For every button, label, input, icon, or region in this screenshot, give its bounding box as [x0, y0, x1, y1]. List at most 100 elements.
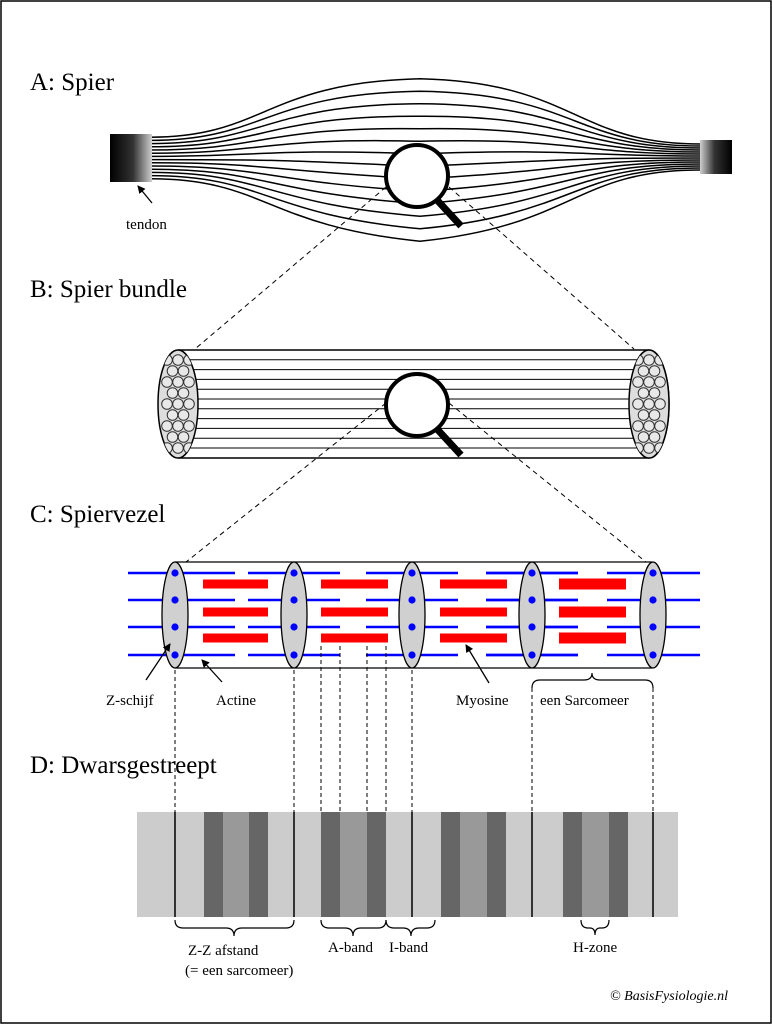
z-disc-anchor	[408, 623, 416, 631]
muscle-fibre-line	[149, 139, 701, 155]
fibril-cross-section	[172, 420, 184, 432]
z-disc-anchor	[171, 596, 179, 604]
muscle-bundle	[157, 349, 670, 459]
fibril-cross-section	[177, 387, 190, 399]
myosin-filament	[321, 607, 388, 617]
fibril-cross-section	[166, 365, 179, 377]
myosin-filament	[440, 607, 507, 617]
muscle-fibre-line	[149, 165, 701, 218]
muscle-fibre-line	[149, 90, 701, 147]
h-zone-brace	[580, 919, 610, 936]
tendon-right	[700, 140, 732, 174]
h-zone	[460, 812, 487, 917]
muscle-drawing	[149, 77, 701, 243]
magnifying-glass-icon	[384, 143, 464, 229]
fibril-cross-section	[172, 398, 184, 410]
zz-distance-note: (= een sarcomeer)	[185, 963, 293, 979]
myosin-filament	[440, 633, 507, 643]
zoom-line-a-left	[194, 186, 387, 350]
fibril-cross-section	[166, 387, 179, 399]
myosin-filament	[321, 633, 388, 643]
fibril-cross-section	[177, 409, 190, 421]
muscle-fibre-line	[149, 77, 701, 145]
fibril-cross-section	[637, 431, 650, 443]
myosin-filament	[203, 633, 268, 643]
credit-label: © BasisFysiologie.nl	[610, 989, 728, 1004]
z-disc-anchor	[290, 651, 298, 659]
h-zone-label: H-zone	[573, 940, 617, 956]
h-zone	[582, 812, 609, 917]
z-disc-anchor	[290, 569, 298, 577]
z-disc-anchor	[649, 569, 657, 577]
zoom-line-b-right	[448, 402, 647, 563]
z-disc-anchor	[528, 596, 536, 604]
fibril-cross-section	[172, 354, 184, 366]
fibril-cross-section	[177, 365, 190, 377]
h-zone	[223, 812, 249, 917]
striation-bands	[137, 812, 678, 917]
fibril-cross-section	[654, 376, 666, 388]
myosin-filament	[321, 579, 388, 589]
fibril-cross-section	[654, 354, 666, 366]
a-band-label: A-band	[328, 940, 373, 956]
z-disc-anchor	[528, 569, 536, 577]
fibril-cross-section	[643, 442, 655, 454]
zoom-line-b-left	[185, 402, 387, 563]
muscle-fibre-line	[149, 102, 701, 149]
muscle-fibre-line	[149, 169, 701, 243]
fibril-cross-section	[177, 431, 190, 443]
section-c-title: C: Spiervezel	[30, 501, 165, 528]
z-disc-anchor	[171, 623, 179, 631]
z-disc-anchor	[528, 651, 536, 659]
fibril-cross-section	[643, 398, 655, 410]
z-disc-anchor	[408, 596, 416, 604]
tendon-left	[110, 134, 152, 182]
fibril-cross-section	[183, 398, 195, 410]
z-disc-anchor	[290, 596, 298, 604]
fibril-cross-section	[637, 365, 650, 377]
z-disc	[518, 561, 546, 669]
z-disc-anchor	[649, 623, 657, 631]
fibril-cross-section	[648, 387, 661, 399]
fibril-cross-section	[654, 398, 666, 410]
muscle-fibre-line	[149, 115, 701, 151]
fibril-cross-section	[183, 420, 195, 432]
a-band-brace	[320, 919, 387, 937]
fibril-cross-section	[643, 354, 655, 366]
muscle-fibre-line	[149, 127, 701, 153]
z-disc	[280, 561, 308, 669]
fibril-cross-section	[161, 442, 173, 454]
z-disc-anchor	[171, 651, 179, 659]
sarcomere-brace	[531, 672, 654, 689]
sarcomere-label: een Sarcomeer	[540, 693, 629, 709]
fibril-cross-section	[648, 431, 661, 443]
z-disc	[398, 561, 426, 669]
fibril-cross-section	[643, 376, 655, 388]
z-disc-anchor	[649, 596, 657, 604]
fibril-cross-section	[637, 409, 650, 421]
zz-distance-label: Z-Z afstand	[188, 943, 259, 959]
myosin-filament	[203, 607, 268, 617]
fibril-cross-section	[172, 376, 184, 388]
fibril-cross-section	[166, 409, 179, 421]
actin-arrow	[201, 659, 223, 683]
fibril-cross-section	[632, 398, 644, 410]
z-disc-anchor	[649, 651, 657, 659]
projection-lines	[174, 646, 654, 812]
myosin-label: Myosine	[456, 693, 509, 709]
h-zone	[340, 812, 367, 917]
fibril-cross-section	[632, 376, 644, 388]
tendon-arrow	[137, 185, 153, 204]
fibril-cross-section	[161, 420, 173, 432]
section-b-title: B: Spier bundle	[30, 276, 187, 303]
i-band-brace	[385, 919, 436, 937]
myosin-filament	[559, 578, 626, 590]
myosin-filament	[559, 632, 626, 644]
myosin-filament	[559, 606, 626, 618]
myosin-arrow	[465, 644, 490, 684]
fibril-cross-section	[161, 354, 173, 366]
fibril-cross-section	[648, 365, 661, 377]
section-a-title: A: Spier	[30, 69, 115, 96]
fibril-cross-section	[632, 420, 644, 432]
